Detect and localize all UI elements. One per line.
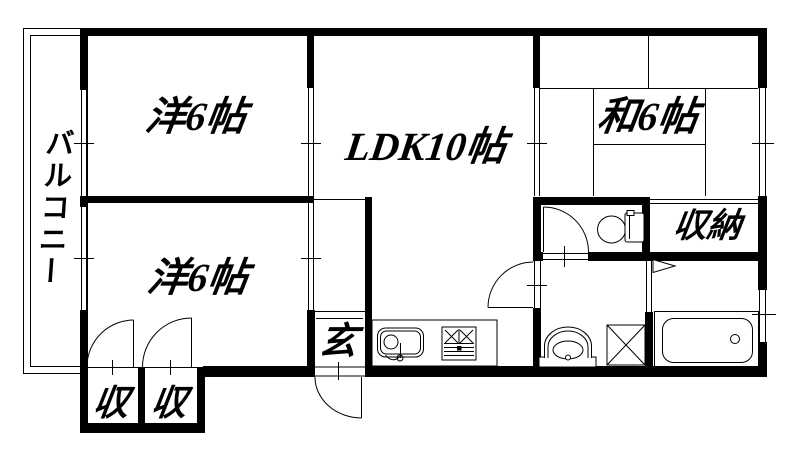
washer-pan-box [606,324,646,366]
washbasin-drain [565,354,571,361]
toilet-flush-button [626,210,635,216]
wc-bottom-wall [588,252,767,261]
stove-knob [457,346,462,351]
kitchen-wall [365,197,372,377]
doors [86,206,677,419]
room-label-ldk: LDK10帖 [342,124,510,169]
windows [74,88,776,342]
wall-pier [307,36,314,88]
wall [758,28,767,88]
washroom-wall [533,197,541,259]
sink-faucet-hook [385,354,401,361]
wall [80,196,88,207]
wc-top-wall [533,197,650,205]
wall [203,366,315,377]
wall [82,28,767,36]
wall [80,310,88,433]
washing-machine-pan [606,324,646,366]
room-label-storage: 収納 [670,208,744,245]
bath-room-floor [654,311,759,367]
tatami-grid [540,36,758,196]
stove [441,326,477,361]
sink-drain [383,334,399,350]
wall-pier [533,36,540,88]
washbasin-fixture [538,326,597,368]
sink-faucet-knob [396,354,404,362]
stove-burner [444,329,459,344]
bathtub-fixture [654,311,759,367]
boundary-lines [88,199,758,368]
walls [80,28,767,433]
room-label-entrance: 玄 [316,321,360,363]
closet-divider-wall [138,367,145,425]
room-label-western-room-top: 洋6帖 [142,94,250,139]
closet-bottom-wall [80,423,205,433]
washroom-wall [533,308,541,377]
bathtub [662,318,753,363]
stove-burner [459,329,474,344]
entrance-door-arc [314,376,362,419]
toilet-fixture [597,210,645,244]
wc-right-wall [642,197,650,261]
closet-door-arc [86,319,134,366]
entrance-left-wall [307,310,315,367]
closet-door-arc [142,317,192,368]
wall [758,342,767,377]
bathtub-drain [730,334,740,344]
bath-wall [645,312,653,366]
toilet-tank [624,212,645,243]
doorways [112,246,652,380]
kitchen-counter [371,319,498,367]
washer-pan-cross [606,324,646,366]
counter-outline [371,319,498,367]
wc-door-arc [543,206,589,253]
closet-right-wall [197,367,205,425]
wall [366,366,767,377]
wall [758,196,767,290]
room-label-western-room-bottom: 洋6帖 [144,255,252,300]
toilet-bowl [597,215,626,244]
room-label-japanese-room: 和6帖 [594,94,702,139]
wc-bottom-wall [533,252,543,261]
room-label-closet-right: 収 [148,383,190,423]
room-divider-wall [88,196,314,203]
fixtures [371,210,759,368]
washroom-door-arc [487,261,534,308]
bath-door-mark [652,258,677,274]
room-label-closet-left: 収 [90,383,132,423]
wall [80,28,88,90]
